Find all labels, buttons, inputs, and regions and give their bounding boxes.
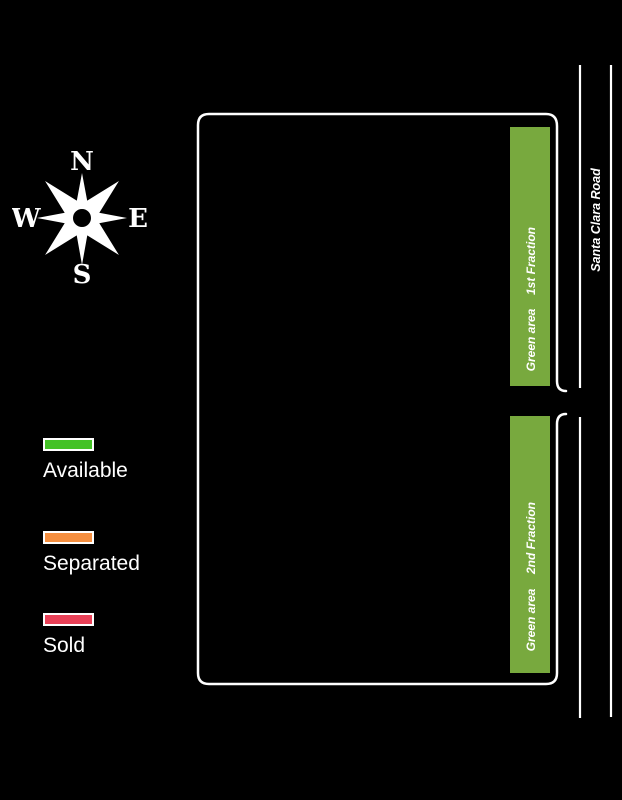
compass-south-label: S (73, 260, 92, 288)
green-area-2-label: Green area (524, 588, 538, 651)
compass-rose: N E S W (12, 148, 148, 288)
legend-label-sold: Sold (43, 634, 86, 657)
legend-label-available: Available (43, 459, 128, 482)
compass-ring (66, 202, 98, 234)
fraction-2-label: 2nd Fraction (524, 502, 538, 575)
green-area-2nd-fraction (510, 416, 550, 673)
green-area-1st-fraction (510, 127, 550, 386)
legend-item-available: Available (43, 438, 128, 482)
compass-north-label: N (70, 148, 94, 177)
green-area-1-label: Green area (524, 308, 538, 371)
legend-label-separated: Separated (43, 552, 140, 575)
legend-swatch-separated (43, 531, 94, 544)
fraction-1-label: 1st Fraction (524, 227, 538, 295)
legend-swatch-sold (43, 613, 94, 626)
legend-item-separated: Separated (43, 531, 140, 575)
road-name-label: Santa Clara Road (589, 168, 603, 272)
plot-boundary (196, 112, 568, 686)
legend-item-sold: Sold (43, 613, 94, 657)
legend-swatch-available (43, 438, 94, 451)
compass-east-label: E (128, 204, 148, 234)
compass-west-label: W (12, 204, 41, 234)
